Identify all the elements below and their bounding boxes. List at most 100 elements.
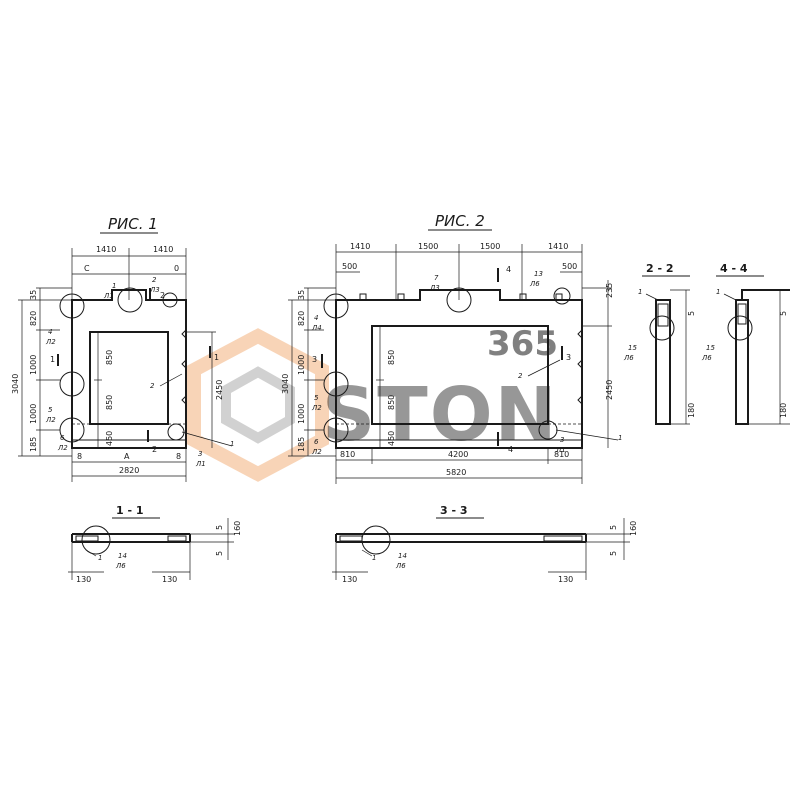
fig1-callout-circle-5 [162, 292, 178, 308]
watermark-text: STON [322, 372, 559, 458]
fig2-panel: 850 850 450 235 2450 [335, 280, 614, 449]
fig2-callout-num-6: 3 [560, 436, 564, 444]
fig2-inner-dim-1: 850 [387, 350, 396, 365]
section-2-2-dim-2: 180 [687, 403, 696, 418]
fig2-callouts: 7 Л3 13 Л6 4 Л4 5 Л2 6 Л2 3 Л1 2 1 [311, 270, 622, 456]
fig2-callout-sheet-2: Л6 [529, 280, 540, 288]
fig2-bottom-dim-3: 810 [554, 450, 569, 459]
fig2-callout-circle-4 [446, 287, 472, 313]
section-3-3-dim-1: 130 [342, 575, 357, 584]
section-1-1-mark: 1 [98, 554, 102, 562]
section-1-1-dim-4: 160 [233, 521, 242, 536]
section-3-3-dim-2: 130 [558, 575, 573, 584]
fig2-callout-num-4: 5 [314, 394, 319, 402]
fig1-top-dimensions: 1410 1410 C 0 [71, 245, 187, 300]
section-2-2-dim-1: 5 [687, 311, 696, 316]
section-1-1-dim-1: 130 [76, 575, 91, 584]
fig2-callout-num-1: 7 [434, 274, 439, 282]
fig2-bottom-dim-1: 810 [340, 450, 355, 459]
watermark: 365 STON [187, 324, 559, 482]
fig1-callout-circle-1 [59, 293, 85, 319]
fig2-callout-sheet-5: Л2 [311, 448, 322, 456]
fig1-section-mark-1b: 1 [214, 353, 219, 362]
fig1-callout-num-6: 3 [198, 450, 202, 458]
section-3-3-dim-4: 160 [629, 521, 638, 536]
fig1-mark-c: C [84, 264, 90, 273]
fig1-bottom-dim-2: A [124, 452, 130, 461]
fig1-section-mark-1a: 1 [50, 355, 55, 364]
section-3-3: 3 - 3 1 14 Л6 130 130 5 160 5 [332, 504, 638, 584]
section-3-3-dim-5: 5 [609, 551, 618, 556]
fig1-callout-sheet-4: Л3 [149, 286, 160, 294]
fig1-total-width: 2820 [119, 466, 139, 475]
fig1-top-dim-2: 1410 [153, 245, 173, 254]
fig2-bottom-dim-2: 4200 [448, 450, 468, 459]
fig2-top-dim-2: 1500 [418, 242, 438, 251]
section-2-2-title: 2 - 2 [646, 262, 674, 275]
fig1-bottom-dim-3: 8 [176, 452, 181, 461]
section-2-2-callout-circle [649, 315, 675, 341]
fig2-callout-num-5: 6 [314, 438, 319, 446]
section-2-2-callout-sheet: Л6 [623, 354, 634, 362]
section-1-1-callout-num: 14 [118, 552, 127, 560]
fig1-callout-sheet-3: Л1 [103, 292, 114, 300]
watermark-number: 365 [487, 324, 558, 364]
fig1-panel: 850 850 450 2450 [71, 289, 224, 449]
fig1-left-dim-2: 820 [29, 311, 38, 326]
fig1-inner-dim-1: 850 [105, 350, 114, 365]
fig2-top-dim-4: 1410 [548, 242, 568, 251]
fig1-left-dim-3: 1000 [29, 355, 38, 375]
fig1-left-dim-4: 1000 [29, 404, 38, 424]
fig1-inner-dim-3: 450 [105, 431, 114, 446]
fig2-section-marks: 4 4 3 3 [312, 265, 571, 454]
fig1-callout-num-5: 6 [60, 434, 65, 442]
section-2-2-callout-num: 15 [628, 344, 637, 352]
fig2-top-dim-3: 1500 [480, 242, 500, 251]
fig1-section-mark-2a: 2 [152, 445, 157, 454]
fig2-left-dim-4: 1000 [297, 404, 306, 424]
fig1-callout-num-8: 1 [230, 440, 234, 448]
fig1-callout-num-3: 1 [112, 282, 116, 290]
fig2-callout-sheet-3: Л4 [311, 324, 322, 332]
fig2-callout-num-2: 13 [534, 270, 543, 278]
fig1-left-dim-5: 185 [29, 437, 38, 452]
fig1-callout-circle-4 [117, 287, 143, 313]
fig2-total-height: 3040 [281, 374, 290, 394]
section-3-3-mark: 1 [372, 554, 376, 562]
fig2-top-dim-1: 1410 [350, 242, 370, 251]
fig1-bottom-dim-1: 8 [77, 452, 82, 461]
fig2-left-dim-3: 1000 [297, 355, 306, 375]
fig2-title: РИС. 2 [435, 212, 485, 230]
fig1-total-height: 3040 [11, 374, 20, 394]
section-3-3-callout-circle [361, 525, 391, 555]
fig2-bottom-dimensions: 810 4200 810 5820 [335, 448, 583, 484]
fig1-mark-0: 0 [174, 264, 179, 273]
fig2-callout-num-7: 2 [518, 372, 523, 380]
section-1-1-dim-2: 130 [162, 575, 177, 584]
fig1-callouts: 4 Л2 5 Л2 1 Л1 2 Л3 6 Л2 3 Л1 2 1 [45, 276, 234, 468]
fig1-inner-dim-2: 850 [105, 395, 114, 410]
fig1-title: РИС. 1 [108, 215, 158, 233]
fig1-callout-sheet-6: Л1 [195, 460, 206, 468]
section-3-3-callout-num: 14 [398, 552, 407, 560]
fig1-callout-circle-2 [59, 371, 85, 397]
fig2-callout-num-3: 4 [314, 314, 318, 322]
fig2-section-mark-3a: 3 [312, 355, 317, 364]
fig1-left-dim-1: 35 [29, 290, 38, 300]
fig2-section-mark-4a: 4 [506, 265, 511, 274]
section-1-1: 1 - 1 1 14 Л6 130 130 5 160 5 [68, 504, 242, 584]
fig1-callout-num-4: 2 [152, 276, 157, 284]
fig2-inner-dim-3: 450 [387, 431, 396, 446]
fig2-right-dim-2: 2450 [605, 380, 614, 400]
fig2-callout-circle-5 [553, 287, 571, 305]
fig2-callout-circle-1 [323, 293, 349, 319]
section-1-1-dim-3: 5 [215, 525, 224, 530]
fig1-section-mark-2b: 2 [160, 291, 165, 300]
fig1-left-dimensions: 35 820 1000 1000 185 3040 [11, 287, 72, 457]
fig2-callout-sheet-6: Л1 [555, 446, 566, 454]
fig2-left-dim-5: 185 [297, 437, 306, 452]
section-3-3-dim-3: 5 [609, 525, 618, 530]
fig1-top-dim-1: 1410 [96, 245, 116, 254]
fig1-callout-circle-3 [59, 417, 85, 443]
